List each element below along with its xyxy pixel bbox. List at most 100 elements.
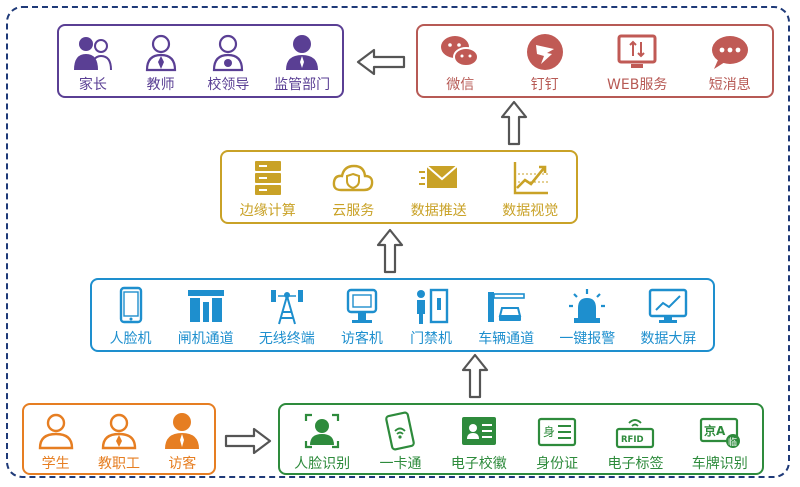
stakeholder-school-leader: 校领导: [206, 32, 250, 94]
access-control-icon: [409, 286, 453, 326]
stakeholder-regulator: 监管部门: [274, 32, 330, 94]
stakeholder-label: 教师: [146, 77, 175, 93]
trend-chart-icon: [508, 158, 552, 198]
device-wireless-terminal: 无线终端: [259, 286, 315, 348]
stakeholder-parents: 家长: [71, 32, 115, 94]
person-label: 教职工: [97, 456, 140, 472]
devices-panel: 人脸机 闸机通道 无线终端: [90, 278, 715, 352]
id-license-plate: 京A 临 车牌识别: [692, 411, 748, 473]
platform-label: 云服务: [332, 203, 375, 219]
channel-wechat: 微信: [438, 32, 482, 94]
device-label: 车辆通道: [478, 331, 535, 347]
arrow-left-icon: [356, 47, 406, 77]
school-leader-icon: [206, 32, 250, 72]
device-face-terminal: 人脸机: [109, 286, 153, 348]
device-label: 门禁机: [410, 331, 453, 347]
id-label: 电子校徽: [450, 456, 507, 472]
mail-icon: [417, 158, 461, 198]
teacher-icon: [139, 32, 183, 72]
stakeholder-label: 监管部门: [274, 77, 331, 93]
visitor-icon: [160, 411, 204, 451]
student-icon: [34, 411, 78, 451]
platform-data-visual: 数据视觉: [502, 158, 558, 220]
arrow-up-icon: [460, 353, 490, 399]
platform-label: 边缘计算: [239, 203, 296, 219]
stakeholder-label: 家长: [78, 77, 107, 93]
identification-panel: 人脸识别 一卡通 电子校徽 身: [278, 403, 764, 475]
cloud-shield-icon: [331, 158, 375, 198]
alarm-icon: [565, 286, 609, 326]
id-card-glyph: 身: [543, 424, 555, 439]
vehicle-gate-icon: [484, 286, 528, 326]
channel-web-service: WEB服务: [607, 32, 667, 94]
wechat-icon: [438, 32, 482, 72]
id-card-icon: 身: [535, 411, 579, 451]
server-icon: [246, 158, 290, 198]
license-plate-icon: 京A 临: [698, 411, 742, 451]
person-label: 访客: [168, 456, 197, 472]
stakeholders-panel: 家长 教师 校领导 监管部门: [57, 24, 344, 98]
wireless-antenna-icon: [265, 286, 309, 326]
arrow-right-icon: [224, 426, 272, 456]
system-boundary: [6, 6, 790, 478]
device-alarm: 一键报警: [559, 286, 615, 348]
channel-label: 短消息: [708, 77, 751, 93]
visitor-kiosk-icon: [340, 286, 384, 326]
arrow-up-icon: [499, 100, 529, 146]
channel-label: 微信: [446, 77, 475, 93]
device-turnstile: 闸机通道: [178, 286, 234, 348]
person-student: 学生: [34, 411, 78, 473]
smart-card-icon: [378, 411, 422, 451]
id-label: 电子标签: [607, 456, 664, 472]
channels-panel: 微信 钉钉 WEB服务 短消息: [416, 24, 774, 98]
person-label: 学生: [41, 456, 70, 472]
person-staff: 教职工: [97, 411, 141, 473]
device-label: 数据大屏: [640, 331, 697, 347]
device-label: 一键报警: [559, 331, 616, 347]
plate-badge-glyph: 临: [728, 436, 737, 448]
id-label: 人脸识别: [294, 456, 351, 472]
id-label: 一卡通: [379, 456, 422, 472]
big-screen-icon: [646, 286, 690, 326]
sms-icon: [708, 32, 752, 72]
face-terminal-icon: [109, 286, 153, 326]
stakeholder-teacher: 教师: [139, 32, 183, 94]
device-label: 人脸机: [109, 331, 152, 347]
channel-dingtalk: 钉钉: [523, 32, 567, 94]
device-visitor-kiosk: 访客机: [340, 286, 384, 348]
device-vehicle-gate: 车辆通道: [478, 286, 534, 348]
id-label: 车牌识别: [691, 456, 748, 472]
device-access-control: 门禁机: [409, 286, 453, 348]
id-e-badge: 电子校徽: [451, 411, 507, 473]
rfid-glyph: RFID: [621, 435, 644, 445]
face-recognition-icon: [300, 411, 344, 451]
device-label: 访客机: [340, 331, 383, 347]
id-rfid-tag: RFID 电子标签: [607, 411, 663, 473]
person-visitor: 访客: [160, 411, 204, 473]
platform-label: 数据推送: [410, 203, 467, 219]
platform-cloud: 云服务: [331, 158, 375, 220]
parents-icon: [71, 32, 115, 72]
platform-edge-computing: 边缘计算: [240, 158, 296, 220]
platform-data-push: 数据推送: [411, 158, 467, 220]
device-label: 闸机通道: [177, 331, 234, 347]
people-panel: 学生 教职工 访客: [22, 403, 216, 475]
id-id-card: 身 身份证: [535, 411, 579, 473]
platform-panel: 边缘计算 云服务 数据推送 数据视: [220, 150, 578, 224]
plate-glyph: 京A: [704, 423, 726, 438]
arrow-up-icon: [375, 228, 405, 274]
id-face-recognition: 人脸识别: [294, 411, 350, 473]
staff-icon: [97, 411, 141, 451]
device-big-screen: 数据大屏: [640, 286, 696, 348]
web-service-icon: [615, 32, 659, 72]
stakeholder-label: 校领导: [207, 77, 250, 93]
id-label: 身份证: [536, 456, 579, 472]
e-badge-icon: [457, 411, 501, 451]
channel-label: WEB服务: [607, 77, 668, 93]
channel-sms: 短消息: [708, 32, 752, 94]
turnstile-icon: [184, 286, 228, 326]
device-label: 无线终端: [258, 331, 315, 347]
rfid-tag-icon: RFID: [613, 411, 657, 451]
channel-label: 钉钉: [530, 77, 559, 93]
id-smart-card: 一卡通: [378, 411, 422, 473]
